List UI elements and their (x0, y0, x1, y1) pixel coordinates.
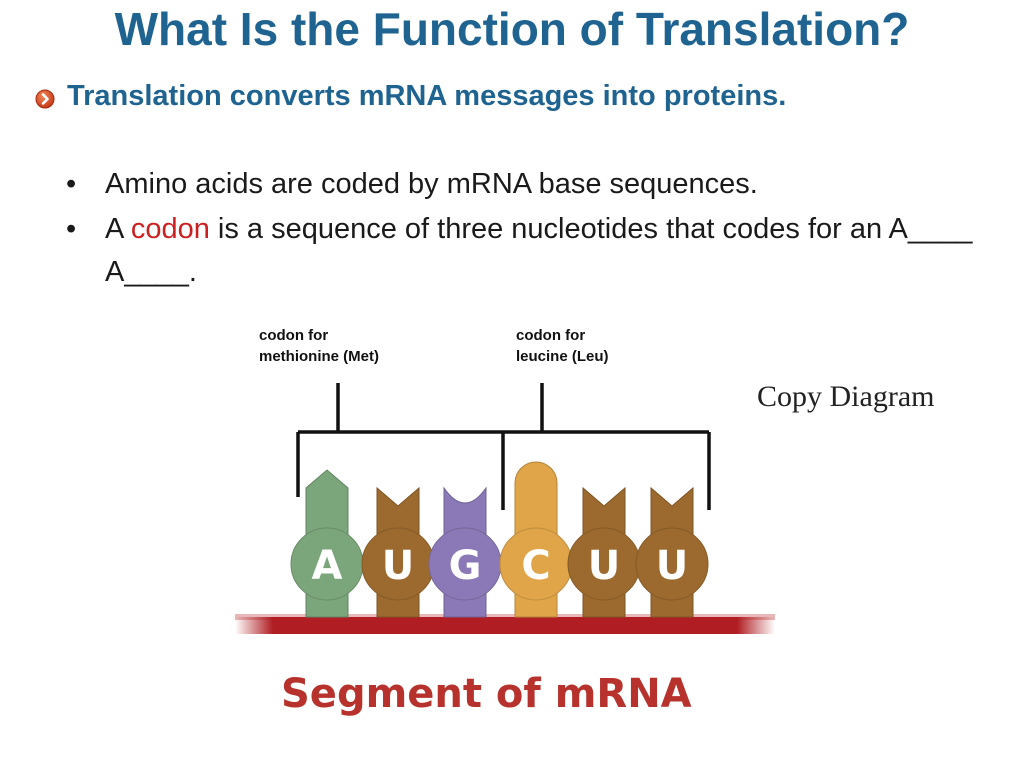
codon-highlight: codon (130, 213, 210, 245)
codon-label-met-line1: codon for (259, 327, 328, 344)
bullet-text: Amino acids are coded by mRNA base seque… (105, 168, 758, 200)
slide-subtitle: Translation converts mRNA messages into … (67, 80, 787, 112)
nucleotide-u: U (567, 486, 641, 618)
nucleotide-a: A (290, 469, 364, 618)
segment-label: Segment of mRNA (281, 671, 692, 717)
slide-title: What Is the Function of Translation? (114, 3, 910, 55)
codon-brackets (296, 383, 711, 510)
nucleotide-base-letter: U (656, 543, 688, 589)
codon-label-leu-line2: leucine (Leu) (516, 348, 609, 365)
bullet-item: • Amino acids are coded by mRNA base seq… (66, 163, 996, 206)
nucleotide-c: C (499, 461, 573, 618)
nucleotide-base-letter: A (312, 543, 343, 589)
copy-diagram-note: Copy Diagram (757, 380, 935, 413)
nucleotide-base-letter: U (382, 543, 414, 589)
nucleotide-g: G (428, 486, 502, 618)
nucleotide-circle (635, 527, 709, 601)
chevron-bullet-icon (35, 89, 55, 109)
bullet-list: • Amino acids are coded by mRNA base seq… (66, 163, 996, 296)
bullet-text-pre: A (105, 213, 131, 245)
nucleotide-u: U (635, 486, 709, 618)
bullet-dot: • (66, 168, 77, 200)
nucleotide-base-letter: C (521, 543, 550, 589)
nucleotide-u: U (361, 486, 435, 618)
bullet-item: • A codon is a sequence of three nucleot… (66, 208, 996, 294)
bullet-text-post: is a sequence of three nucleotides that … (105, 213, 973, 288)
codon-label-met-line2: methionine (Met) (259, 348, 379, 365)
nucleotide-base-letter: G (449, 543, 482, 589)
bullet-dot: • (66, 213, 77, 245)
codon-label-leu-line1: codon for (516, 327, 585, 344)
mrna-backbone (235, 617, 775, 634)
nucleotide-base-letter: U (588, 543, 620, 589)
